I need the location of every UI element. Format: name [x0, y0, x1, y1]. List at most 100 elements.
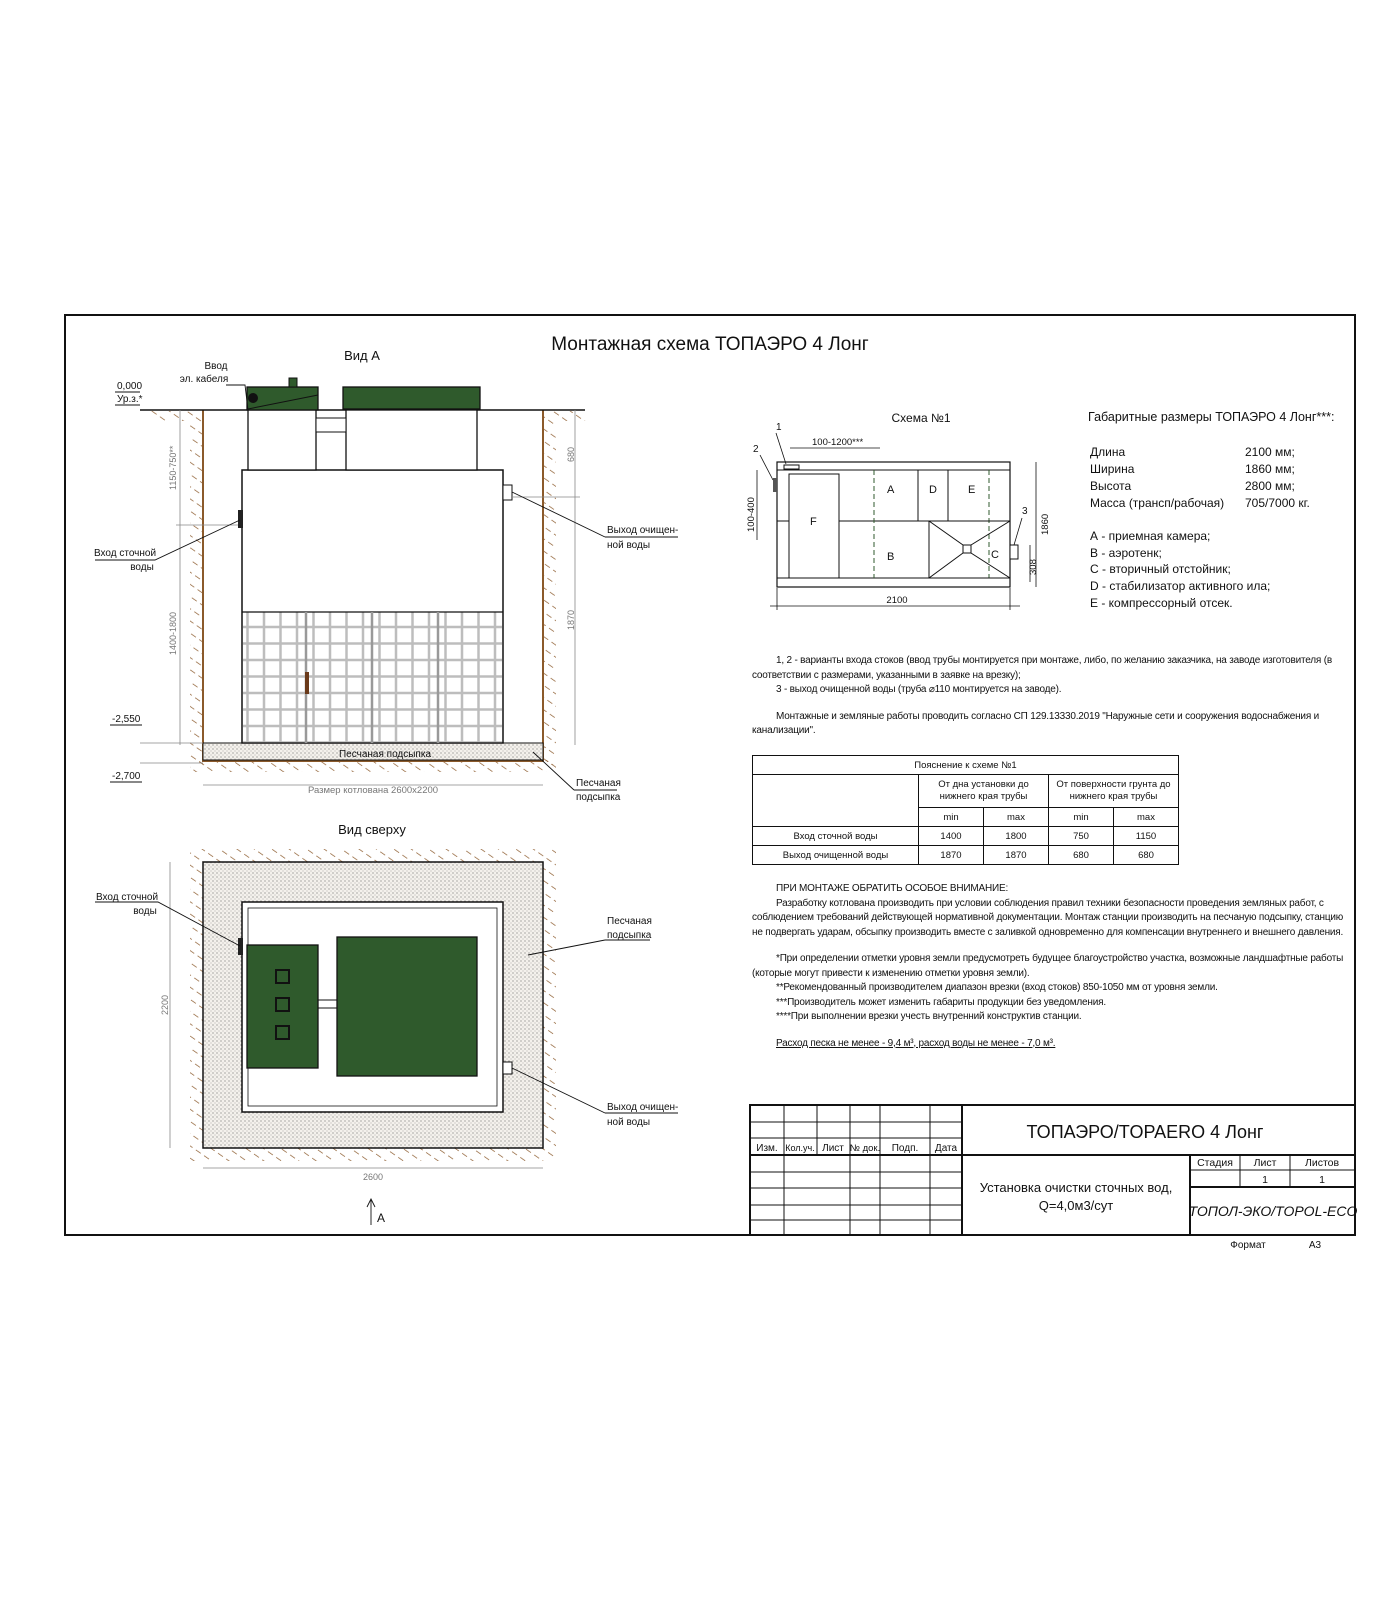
sheet-frame — [64, 314, 1356, 1236]
explanation-table: Пояснение к схеме №1 От дна установки до… — [752, 755, 1179, 865]
stage-label: Стадия — [1197, 1157, 1233, 1169]
table-sub-max: max — [983, 807, 1049, 827]
top-sand-label-1: Песчаная — [607, 916, 652, 927]
lid-right — [342, 386, 481, 410]
legend-item: D - стабилизатор активного ила; — [1090, 579, 1271, 594]
row-label: Выход очищенной воды — [752, 845, 919, 865]
view-a: Вид А Песчаная подсыпка — [94, 348, 678, 803]
legend-item: В - аэротенк; — [1090, 545, 1162, 560]
attention-heading: ПРИ МОНТАЖЕ ОБРАТИТЬ ОСОБОЕ ВНИМАНИЕ: — [776, 883, 1009, 894]
dim-label: Высота — [1090, 479, 1132, 493]
dim-value: 1860 мм; — [1245, 462, 1295, 476]
table-row: Вход сточной воды 1400 1800 750 1150 — [752, 826, 1179, 846]
table-group-2: От поверхности грунта до нижнего края тр… — [1048, 774, 1179, 808]
pit-size: Размер котлована 2600х2200 — [308, 785, 438, 796]
format-value: А3 — [1309, 1240, 1322, 1251]
dim-value: 2100 мм; — [1245, 445, 1295, 459]
company-name: ТОПОЛ-ЭКО/TOPOL-ECO — [1189, 1203, 1358, 1219]
top-dim-width: 2600 — [363, 1172, 383, 1182]
scheme-label-3: 3 — [1022, 506, 1028, 517]
dim-top: 1150-750** — [168, 445, 178, 490]
level-2700: -2,700 — [112, 771, 141, 782]
legend-item: Е - компрессорный отсек. — [1090, 595, 1233, 610]
dim-right-top: 680 — [566, 447, 576, 462]
top-dim-height: 2200 — [160, 995, 170, 1015]
table-sub-max: max — [1113, 807, 1179, 827]
sheet-number: 1 — [1262, 1174, 1268, 1186]
description-1: Установка очистки сточных вод, — [980, 1180, 1173, 1195]
cable-label-2: эл. кабеля — [180, 373, 229, 385]
dim-label: Масса (трансп/рабочая) — [1090, 496, 1225, 510]
zone-c: C — [991, 549, 999, 561]
notes-inlets: 1, 2 - варианты входа стоков (ввод трубы… — [752, 654, 1355, 739]
footnote-4: ****При выполнении врезки учесть внутрен… — [776, 1011, 1082, 1022]
scheme-label-2: 2 — [753, 444, 759, 455]
col-kol-uch: Кол.уч. — [785, 1143, 815, 1153]
cell: 1870 — [983, 845, 1049, 865]
top-outlet-label-2: ной воды — [607, 1117, 650, 1128]
top-outlet-label-1: Выход очищен- — [607, 1102, 678, 1113]
dimensions-title: Габаритные размеры ТОПАЭРО 4 Лонг***: — [1088, 410, 1335, 424]
cell: 1870 — [918, 845, 984, 865]
top-inlet-label-2: воды — [133, 906, 157, 917]
scheme-dim-inlet: 100-1200*** — [812, 437, 864, 448]
col-date: Дата — [935, 1143, 958, 1154]
dim-bottom: 1400-1800 — [168, 612, 178, 655]
dim-right-bottom: 1870 — [566, 610, 576, 630]
notes-attention: ПРИ МОНТАЖЕ ОБРАТИТЬ ОСОБОЕ ВНИМАНИЕ: Ра… — [752, 882, 1355, 1051]
drawing-title: Монтажная схема ТОПАЭРО 4 Лонг — [551, 334, 869, 355]
format-label: Формат — [1230, 1240, 1266, 1251]
sheets-count: 1 — [1319, 1174, 1325, 1186]
inlet-label-2: воды — [130, 562, 154, 573]
cell: 680 — [1048, 845, 1114, 865]
dim-value: 2800 мм; — [1245, 479, 1295, 493]
cell: 680 — [1113, 845, 1179, 865]
view-top-title: Вид сверху — [338, 822, 406, 837]
col-doc: № док. — [850, 1143, 880, 1154]
zone-f: F — [810, 516, 817, 528]
top-lid-right — [336, 936, 478, 1077]
scheme-dim-height: 1860 — [1040, 514, 1051, 535]
title-block — [749, 1104, 1356, 1236]
cell: 1400 — [918, 826, 984, 846]
inlet-label-1: Вход сточной — [94, 548, 156, 559]
dim-row: Высота 2800 мм; — [1090, 478, 1310, 495]
footnote-2: **Рекомендованный производителем диапазо… — [776, 982, 1218, 993]
table-title: Пояснение к схеме №1 — [752, 755, 1179, 775]
cell: 1800 — [983, 826, 1049, 846]
level-0-sub: Ур.з.* — [117, 394, 143, 405]
legend-item: С - вторичный отстойник; — [1090, 562, 1231, 577]
zone-e: E — [968, 484, 975, 496]
col-list: Лист — [822, 1143, 844, 1154]
row-label: Вход сточной воды — [752, 826, 919, 846]
table-corner — [752, 774, 919, 827]
note-outlet: 3 - выход очищенной воды (труба ⌀110 мон… — [776, 684, 1062, 695]
consumption-note: Расход песка не менее - 9,4 м³, расход в… — [776, 1037, 1056, 1049]
level-2550: -2,550 — [112, 714, 141, 725]
zone-d: D — [929, 484, 937, 496]
sand-label-1: Песчаная — [576, 778, 621, 789]
sand-label-2: подсыпка — [576, 792, 621, 803]
table-row: Выход очищенной воды 1870 1870 680 680 — [752, 845, 1179, 865]
view-a-title: Вид А — [344, 348, 380, 363]
col-sign: Подп. — [892, 1143, 919, 1154]
cable-label-1: Ввод — [204, 361, 227, 372]
top-sand-label-2: подсыпка — [607, 930, 652, 941]
sheets-label: Листов — [1305, 1157, 1340, 1169]
note-inlets: 1, 2 - варианты входа стоков (ввод трубы… — [752, 655, 1332, 681]
scheme-dim-outlet: 308 — [1028, 559, 1039, 575]
footnote-1: *При определении отметки уровня земли пр… — [752, 953, 1344, 979]
zone-legend: А - приемная камера; В - аэротенк; С - в… — [1090, 528, 1270, 612]
scheme-1: Схема №1 1 2 3 100-1200*** — [746, 411, 1051, 610]
outlet-label-1: Выход очищен- — [607, 525, 678, 536]
attention-body: Разработку котлована производить при усл… — [752, 897, 1344, 938]
description-2: Q=4,0м3/сут — [1039, 1198, 1114, 1213]
product-title: ТОПАЭРО/TOPAERO 4 Лонг — [1027, 1122, 1264, 1142]
dim-row: Масса (трансп/рабочая)705/7000 кг. — [1090, 495, 1310, 512]
outlet-label-2: ной воды — [607, 540, 650, 551]
view-top: Вид сверху 2200 2600 Вход сточной воды П… — [95, 822, 678, 1225]
